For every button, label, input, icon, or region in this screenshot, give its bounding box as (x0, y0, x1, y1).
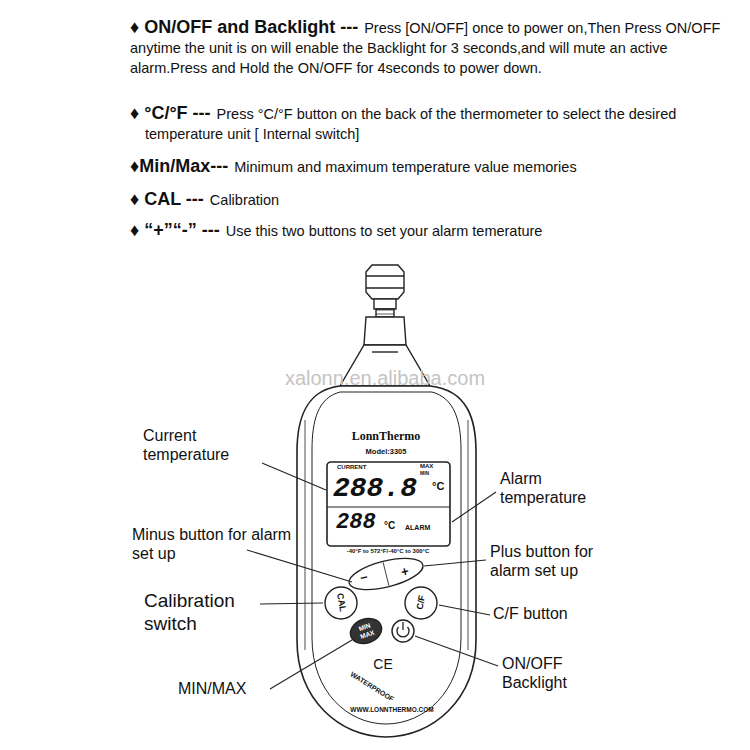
instruction-heading: ♦ CAL --- (130, 189, 204, 209)
watermark: xalonn.en.alibaba.com (285, 366, 485, 390)
lcd-indicator: MAX (420, 463, 433, 470)
instruction-paragraph: ♦ “+”“-” --- Use this two buttons to set … (130, 221, 730, 241)
instruction-paragraph: ♦ ON/OFF and Backlight ---Press [ON/OFF]… (130, 18, 730, 78)
lcd-digits: 288 (336, 510, 376, 536)
instruction-text: Use this two buttons to set your alarm t… (226, 223, 543, 239)
body-print: WWW.LONNTHERMO.COM (350, 706, 433, 714)
instruction-heading: ♦ ON/OFF and Backlight --- (130, 17, 358, 37)
callout-label: Plus button for alarm set up (490, 542, 635, 580)
ce-mark: CE (373, 656, 392, 673)
lcd-indicator: MIN (420, 470, 429, 476)
instruction-heading: ♦ “+”“-” --- (130, 220, 220, 240)
instruction-paragraph: ♦Min/Max--- Minimum and maximum temperatu… (130, 157, 730, 177)
instruction-text: Press °C/°F button on the back of the th… (145, 106, 676, 142)
range-text: -40°F to 572°F/-40°C to 300°C (347, 548, 430, 555)
callout-label: Calibration switch (144, 590, 269, 636)
lcd-indicator: ALARM (405, 524, 430, 532)
button-label: C/F (414, 594, 427, 610)
instruction-paragraph: ♦ CAL --- Calibration (130, 190, 730, 210)
leader-lines (247, 463, 498, 689)
callout-label: Alarm temperature (500, 469, 620, 507)
lcd-indicator: CURRENT (337, 464, 366, 471)
callout-label: Minus button for alarm set up (132, 525, 297, 563)
instruction-heading: ♦ °C/°F --- (130, 103, 211, 123)
brand-name: LonnThermo (352, 429, 421, 443)
model-number: Model:3305 (366, 447, 407, 456)
lcd-unit: °C (432, 480, 444, 493)
instruction-heading: ♦Min/Max--- (130, 156, 228, 176)
callout-label: C/F button (493, 604, 568, 623)
instruction-text: Calibration (210, 192, 279, 208)
lcd-screen (327, 462, 450, 546)
lcd-digits: 288.8 (333, 472, 417, 506)
instruction-text: Minimum and maximum temperature value me… (234, 159, 576, 175)
instruction-paragraph: ♦ °C/°F ---Press °C/°F button on the bac… (130, 104, 745, 144)
lcd-unit: °C (384, 520, 395, 532)
callout-label: ON/OFF Backlight (502, 654, 602, 692)
callout-label: MIN/MAX (178, 679, 246, 698)
buttons (325, 552, 437, 648)
callout-label: Current temperature (143, 426, 273, 464)
thermometer-body (297, 386, 476, 737)
